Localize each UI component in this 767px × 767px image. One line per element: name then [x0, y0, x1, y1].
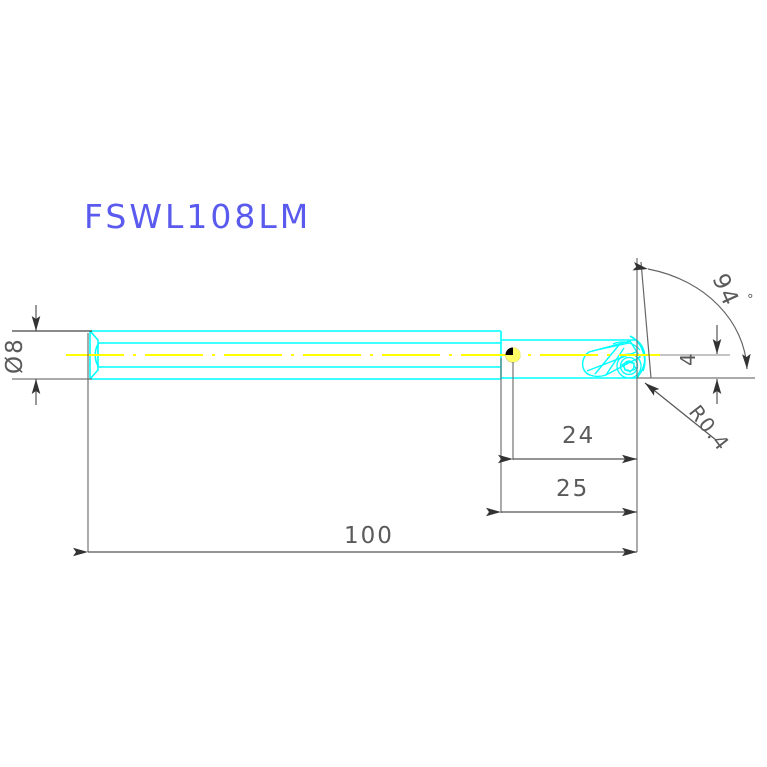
tool-shank-outline — [89, 330, 501, 380]
dimension-lead-angle-label: 94 ° — [707, 270, 756, 311]
dimension-4-label: 4 — [676, 352, 700, 366]
dimension-24-label: 24 — [562, 423, 595, 449]
diameter-value: Ø8 — [2, 337, 28, 374]
dimension-shank-diameter — [12, 305, 92, 405]
dimension-25-label: 25 — [556, 476, 589, 502]
dimension-lead-angle — [632, 261, 755, 379]
dimension-extension-lines — [87, 258, 638, 552]
title-label: FSWL108LM — [84, 197, 311, 236]
dimension-corner-radius — [644, 382, 717, 441]
angle-value: 94 — [707, 270, 744, 311]
dimension-shank-diameter-label: Ø8 — [2, 337, 28, 374]
part-number-title: FSWL108LM — [84, 197, 311, 236]
dimension-100-label: 100 — [344, 523, 394, 549]
corner-radius-label: R0.4 — [684, 400, 735, 456]
dimension-4 — [660, 325, 730, 404]
origin-marker — [505, 347, 521, 363]
